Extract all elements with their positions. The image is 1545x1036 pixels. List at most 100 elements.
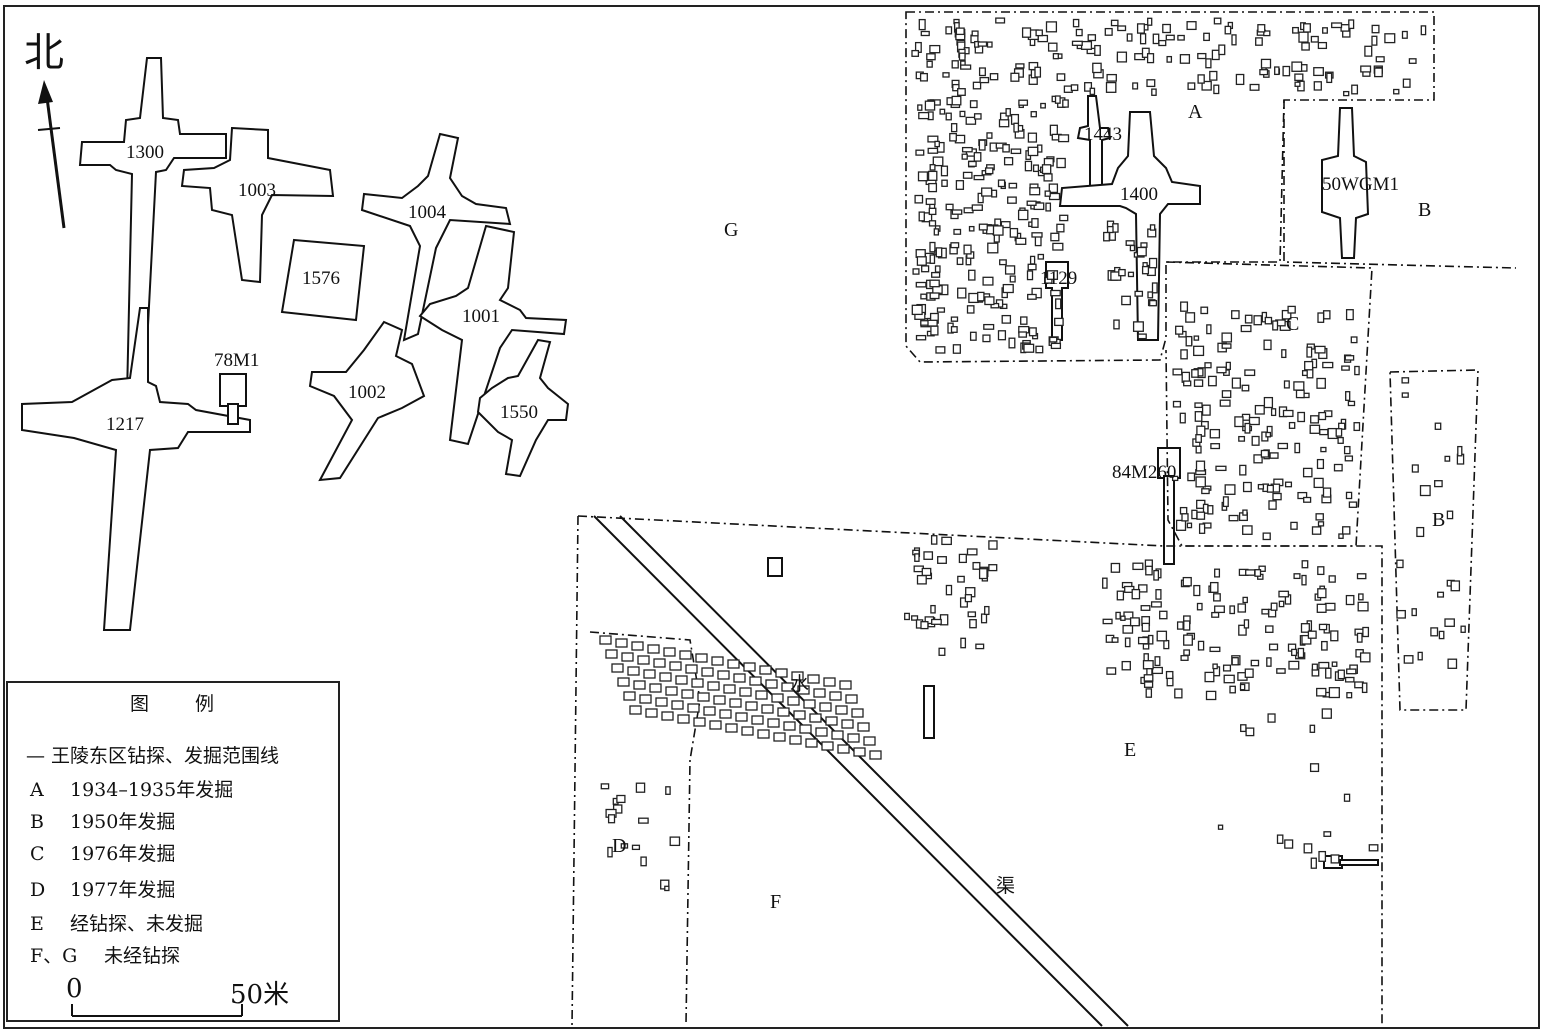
burial-pit xyxy=(1318,623,1328,631)
burial-pit xyxy=(1317,312,1325,323)
burial-pit xyxy=(1290,521,1298,530)
burial-pit xyxy=(787,696,800,706)
burial-pit xyxy=(929,241,936,253)
burial-pit xyxy=(939,108,946,115)
burial-pit xyxy=(915,334,927,341)
burial-pit xyxy=(1242,481,1252,493)
burial-pit xyxy=(1180,349,1188,360)
burial-pit xyxy=(1313,67,1324,77)
burial-pit xyxy=(1089,87,1096,96)
burial-pit xyxy=(921,265,930,273)
burial-pit xyxy=(967,611,977,618)
burial-pit xyxy=(1209,70,1218,81)
burial-pit xyxy=(701,667,714,677)
burial-pit xyxy=(959,110,966,118)
burial-pit xyxy=(1141,622,1150,632)
burial-pit xyxy=(1193,335,1200,341)
burial-pit xyxy=(1153,569,1160,581)
burial-pit xyxy=(1430,627,1439,637)
burial-pit xyxy=(1146,79,1156,88)
burial-pit xyxy=(1211,49,1220,61)
burial-pit xyxy=(1125,240,1135,246)
burial-pit xyxy=(821,741,834,751)
burial-pit xyxy=(950,316,959,322)
burial-pit xyxy=(1197,52,1207,60)
burial-pit xyxy=(711,656,724,666)
label-1129: 1129 xyxy=(1040,268,1077,289)
tomb-1001 xyxy=(418,224,568,446)
burial-pit xyxy=(1054,95,1061,104)
legend-title: 图例 xyxy=(8,689,338,716)
burial-pit xyxy=(1261,608,1270,615)
burial-pit xyxy=(1181,513,1189,522)
burial-pit xyxy=(1234,416,1244,428)
burial-pit xyxy=(1294,73,1304,82)
burial-pit xyxy=(1242,509,1248,516)
burial-pit xyxy=(845,694,858,704)
burial-pit xyxy=(1105,81,1117,93)
burial-pit xyxy=(1186,21,1197,31)
burial-pit xyxy=(633,680,646,690)
burial-pit xyxy=(1193,379,1204,387)
burial-pit xyxy=(1031,218,1039,228)
burial-pit xyxy=(643,669,656,679)
burial-pit xyxy=(771,693,784,703)
burial-pit xyxy=(1008,182,1018,189)
burial-pit xyxy=(1438,630,1445,640)
burial-pit xyxy=(1035,29,1043,37)
tomb-78M1 xyxy=(219,373,247,425)
burial-pit xyxy=(1243,619,1250,629)
burial-pit xyxy=(1045,21,1058,33)
burial-pit xyxy=(1241,384,1250,392)
tomb-1004 xyxy=(360,132,512,342)
burial-pit xyxy=(1072,18,1080,28)
legend-key: F、G xyxy=(30,945,78,967)
burial-pit xyxy=(1193,345,1205,357)
burial-pit xyxy=(915,149,925,156)
burial-pit xyxy=(1403,655,1414,664)
burial-pit xyxy=(1000,221,1011,229)
burial-pit xyxy=(1274,66,1280,76)
burial-pit xyxy=(950,123,958,133)
burial-pit xyxy=(1210,443,1221,450)
burial-pit xyxy=(1221,332,1233,343)
burial-pit xyxy=(869,750,882,760)
burial-pit xyxy=(1272,492,1282,501)
burial-pit xyxy=(1302,467,1313,478)
burial-pit xyxy=(1027,146,1039,157)
burial-pit xyxy=(1229,685,1236,694)
burial-pit xyxy=(1237,603,1247,613)
burial-pit xyxy=(1084,82,1093,92)
burial-pit xyxy=(1345,391,1351,401)
burial-pit xyxy=(1149,224,1156,231)
burial-pit xyxy=(663,647,676,657)
burial-pit xyxy=(681,689,694,699)
burial-pit xyxy=(1434,422,1442,430)
burial-pit xyxy=(1047,42,1058,52)
burial-pit xyxy=(928,220,937,227)
burial-pit xyxy=(1297,491,1308,500)
burial-pit xyxy=(1037,253,1045,260)
burial-pit xyxy=(1278,590,1290,598)
burial-pit xyxy=(1287,305,1296,314)
burial-pit xyxy=(930,535,938,545)
burial-pit xyxy=(973,174,985,181)
burial-pit xyxy=(751,715,764,725)
burial-pit xyxy=(635,782,646,793)
burial-pit xyxy=(972,81,982,90)
burial-pit xyxy=(959,597,968,608)
burial-pit xyxy=(1147,17,1153,26)
burial-pit xyxy=(703,706,716,716)
burial-pit xyxy=(1175,519,1187,531)
burial-pit xyxy=(797,685,810,695)
burial-pit xyxy=(1331,661,1338,667)
burial-pit xyxy=(955,27,965,36)
burial-pit xyxy=(931,271,941,278)
burial-pit xyxy=(1071,40,1083,46)
burial-pit xyxy=(1263,339,1272,351)
burial-pit xyxy=(1158,39,1167,47)
burial-pit xyxy=(1315,513,1324,521)
burial-pit xyxy=(1330,854,1340,864)
tomb-1002 xyxy=(308,320,426,482)
